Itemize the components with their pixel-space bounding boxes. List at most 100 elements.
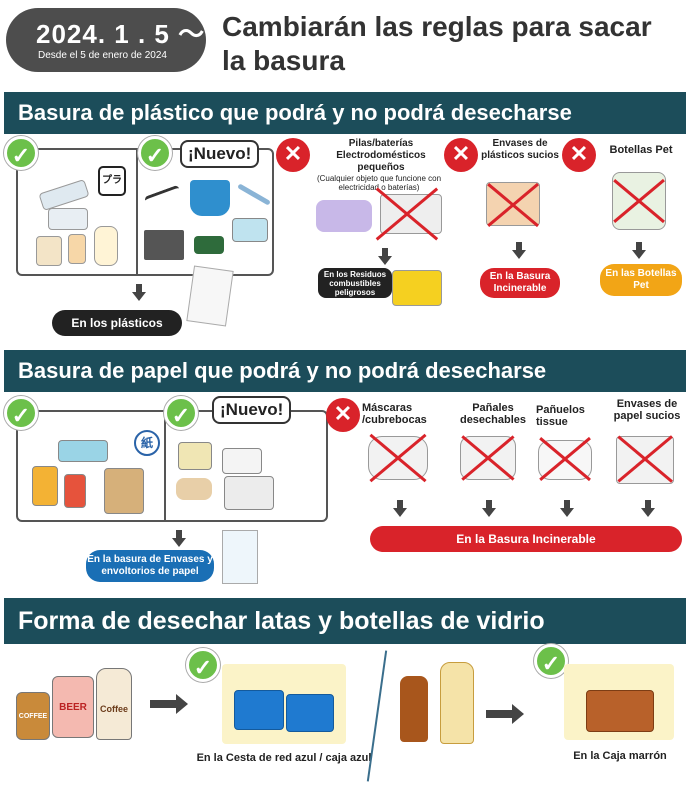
- hazard-box-icon: [392, 270, 442, 306]
- ng-mask-arrow-head: [393, 508, 407, 517]
- bottles-right-arrow: [486, 710, 512, 718]
- brown-box-scene: [564, 664, 674, 740]
- paper-ng-x-icon: ✕: [326, 398, 360, 432]
- ng-pet-arrow: [636, 242, 642, 250]
- paper-receipt-icon: [224, 476, 274, 510]
- ng-tissue-title: Pañuelos tissue: [536, 404, 585, 428]
- ng-dirty-plastic-arrow-head: [512, 250, 526, 259]
- paper-carton-icon: [64, 474, 86, 508]
- beer-can-icon: BEER: [52, 676, 94, 738]
- paper-ok-arrow: [176, 530, 182, 538]
- ng-pet-title: Botellas Pet: [609, 144, 673, 156]
- paper-ok-check-icon: ✓: [4, 396, 38, 430]
- bottles-right-arrow-head: [512, 704, 524, 724]
- paper-ok-destination: En la basura de Envases y envoltorios de…: [86, 550, 214, 582]
- paper-ng-destination: En la Basura Incinerable: [370, 526, 682, 552]
- plastic-tube-icon: [68, 234, 86, 264]
- paper-bag-sample: [222, 530, 258, 584]
- paper-core-icon: [176, 478, 212, 500]
- ng-battery-title: Pilas/baterías Electrodomésticos pequeño…: [336, 138, 426, 173]
- page-title: Cambiarán las reglas para sacar la basur…: [222, 11, 652, 76]
- plastic-tray-icon: [38, 179, 90, 211]
- ng-pet-x-icon: ✕: [562, 138, 596, 172]
- plastic-container-icon: [48, 208, 88, 230]
- section-divider: [366, 650, 388, 782]
- paper-bag-icon: [104, 468, 144, 514]
- ng-battery-x-icon: ✕: [276, 138, 310, 172]
- ng-pet-destination: En las Botellas Pet: [600, 264, 682, 296]
- cans-ok-check-icon: ✓: [186, 648, 220, 682]
- bottles-ok-check-icon: ✓: [534, 644, 568, 678]
- paper-box-icon: [58, 440, 108, 462]
- ng-dirty-plastic-cross-icon: [486, 180, 540, 230]
- bottles-destination: En la Caja marrón: [573, 750, 667, 762]
- ng-diaper-arrow: [486, 500, 492, 508]
- plastic-new-check-icon: ✓: [138, 136, 172, 170]
- paper-envelope-icon: [222, 448, 262, 474]
- paper-cup-icon: [32, 466, 58, 506]
- plastic-section-heading: Basura de plástico que podrá y no podrá …: [4, 92, 686, 134]
- coffee-can-icon: COFFEE: [16, 692, 50, 740]
- ng-dirty-paper-arrow: [645, 500, 651, 508]
- ng-battery-arrow: [382, 248, 388, 256]
- plastic-bottle-icon: [94, 226, 118, 266]
- plastic-ok-box: プラ: [16, 148, 274, 276]
- ng-tissue-arrow: [564, 500, 570, 508]
- blue-basket-scene: [222, 664, 346, 744]
- plastic-ok-destination: En los plásticos: [52, 310, 182, 336]
- ng-dirty-plastic-arrow: [516, 242, 522, 250]
- coffee-bottle-can-icon: Coffee: [96, 668, 132, 740]
- ng-dirty-plastic-x-icon: ✕: [444, 138, 478, 172]
- cans-section-heading: Forma de desechar latas y botellas de vi…: [4, 598, 686, 644]
- ng-dirty-paper-title: Envases de papel sucios: [613, 398, 681, 422]
- plastic-bag-sample: [186, 265, 234, 327]
- cans-right-arrow: [150, 700, 176, 708]
- cans-right-arrow-head: [176, 694, 188, 714]
- grass-icon: [194, 236, 224, 254]
- blue-box-icon: [286, 694, 334, 732]
- hanger-icon: [143, 184, 189, 226]
- ng-tissue-arrow-head: [560, 508, 574, 517]
- ng-dirty-plastic-title: Envases de plásticos sucios: [481, 138, 559, 161]
- brown-box-icon: [586, 690, 654, 732]
- date-text: 2024. 1 . 5 ～: [36, 19, 206, 49]
- ng-diaper-title: Pañales desechables: [459, 402, 527, 426]
- ng-dirty-paper-arrow-head: [641, 508, 655, 517]
- ng-tissue-cross-icon: [538, 434, 592, 484]
- food-box-icon: [232, 218, 268, 242]
- ng-battery-destination: En los Residuos combustibles peligrosos: [318, 268, 392, 298]
- clear-bottle-icon: [440, 662, 474, 744]
- plastic-bag-icon: [36, 236, 62, 266]
- brown-bottle-icon: [400, 676, 428, 742]
- paper-new-check-icon: ✓: [164, 396, 198, 430]
- date-subtext: Desde el 5 de enero de 2024: [38, 50, 167, 61]
- toothbrush-icon: [237, 183, 271, 206]
- game-device-icon: [316, 200, 372, 232]
- ng-diaper-arrow-head: [482, 508, 496, 517]
- ng-battery-arrow-head: [378, 256, 392, 265]
- ng-dirty-paper-cross-icon: [616, 432, 674, 486]
- kami-recycle-icon: 紙: [134, 430, 160, 456]
- plastic-ok-arrow: [136, 284, 142, 292]
- ng-pet-arrow-head: [632, 250, 646, 259]
- ng-mask-title: Máscaras /cubrebocas: [362, 402, 427, 426]
- paper-ok-box: 紙: [16, 410, 328, 522]
- ng-mask-cross-icon: [368, 432, 428, 484]
- date-badge: 2024. 1 . 5 ～ Desde el 5 de enero de 202…: [6, 8, 206, 72]
- cans-destination: En la Cesta de red azul / caja azul: [196, 752, 372, 764]
- blue-basket-icon: [234, 690, 284, 730]
- ng-dirty-plastic-destination: En la Basura Incinerable: [480, 268, 560, 298]
- ng-mask-arrow: [397, 500, 403, 508]
- ng-battery-cross-icon: [374, 188, 440, 240]
- bucket-icon: [190, 180, 230, 216]
- paper-scraps-icon: [178, 442, 212, 470]
- ng-diaper-cross-icon: [460, 432, 516, 484]
- paper-ok-arrow-head: [172, 538, 186, 547]
- ng-pet-cross-icon: [612, 170, 666, 232]
- paper-new-bubble: ¡Nuevo!: [212, 396, 292, 424]
- plastic-new-bubble: ¡Nuevo!: [180, 140, 260, 168]
- pura-recycle-icon: プラ: [98, 166, 126, 196]
- paper-section-heading: Basura de papel que podrá y no podrá des…: [4, 350, 686, 392]
- cd-case-icon: [144, 230, 184, 260]
- plastic-ok-arrow-head: [132, 292, 146, 301]
